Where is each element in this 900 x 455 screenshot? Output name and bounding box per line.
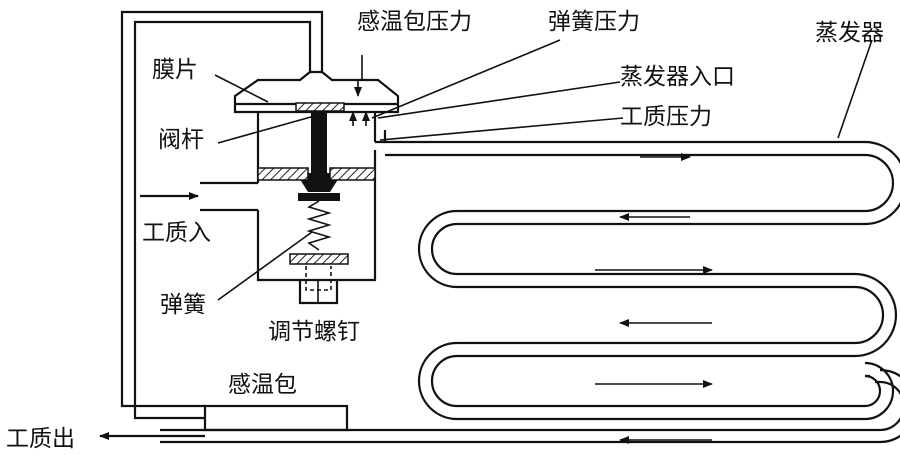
valve-body [200, 150, 377, 282]
flow-arrows [595, 153, 713, 444]
label-evaporator: 蒸发器 [815, 20, 884, 46]
label-diaphragm: 膜片 [152, 57, 198, 83]
label-sensing-bulb: 感温包 [228, 372, 297, 398]
label-fluid-out: 工质出 [6, 426, 75, 452]
label-spring: 弹簧 [160, 292, 206, 318]
label-fluid-in: 工质入 [142, 220, 211, 246]
valve-seat-right [329, 167, 376, 181]
capillary-tube [120, 10, 324, 420]
adjust-screw [298, 266, 339, 305]
leader-lines [214, 39, 873, 301]
label-bulb-pressure: 感温包压力 [357, 9, 472, 35]
sensing-bulb [203, 404, 349, 432]
valve-seat-left [257, 167, 309, 181]
label-valve-stem: 阀杆 [158, 127, 204, 153]
label-evaporator-inlet: 蒸发器入口 [620, 64, 735, 90]
spring-coil [289, 193, 349, 265]
label-spring-pressure: 弹簧压力 [548, 9, 640, 35]
pressure-arrows [349, 80, 370, 126]
outlet-pipe [99, 368, 900, 444]
stem-top-plate [295, 102, 345, 112]
label-adjust-screw: 调节螺钉 [268, 319, 360, 345]
evaporator-coil [385, 140, 900, 421]
label-fluid-pressure: 工质压力 [620, 104, 712, 130]
